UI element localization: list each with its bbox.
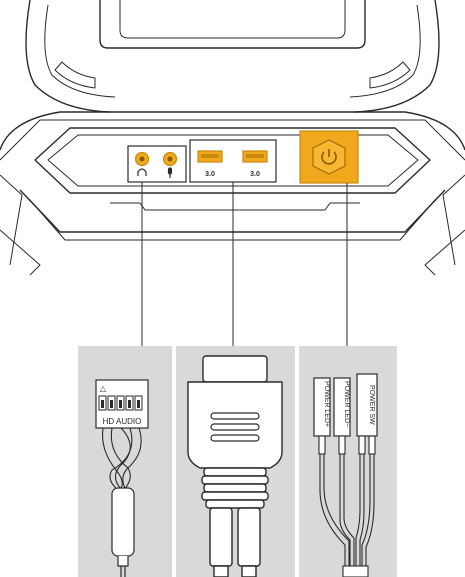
usb3-header-panel <box>176 346 295 577</box>
power-leads-panel: POWER LED+ POWER LED− POWER SW <box>299 346 397 577</box>
power-icon <box>321 149 337 165</box>
usb-port-bay: 3.0 3.0 <box>189 139 277 183</box>
usb-port-1-label: 3.0 <box>205 171 215 178</box>
power-led-plus-label: POWER LED+ <box>323 381 330 427</box>
power-button <box>299 130 359 184</box>
hd-audio-label: HD AUDIO <box>103 417 142 426</box>
hd-audio-pin-marker: △ <box>100 384 107 393</box>
hd-audio-heatshrink <box>111 487 135 557</box>
usb-port-2-label: 3.0 <box>250 171 260 178</box>
leader-lines <box>141 182 348 346</box>
power-led-minus-label: POWER LED− <box>343 381 350 427</box>
headphone-icon <box>137 168 147 176</box>
hd-audio-connector-panel: △ HD AUDIO <box>78 346 172 577</box>
audio-port-bay <box>127 145 187 183</box>
power-sw-label: POWER SW <box>368 385 375 425</box>
power-lead-wires <box>319 454 375 566</box>
power-sw-plug <box>356 373 378 437</box>
hd-audio-wire-bundle <box>101 427 142 491</box>
microphone-icon <box>167 167 173 178</box>
